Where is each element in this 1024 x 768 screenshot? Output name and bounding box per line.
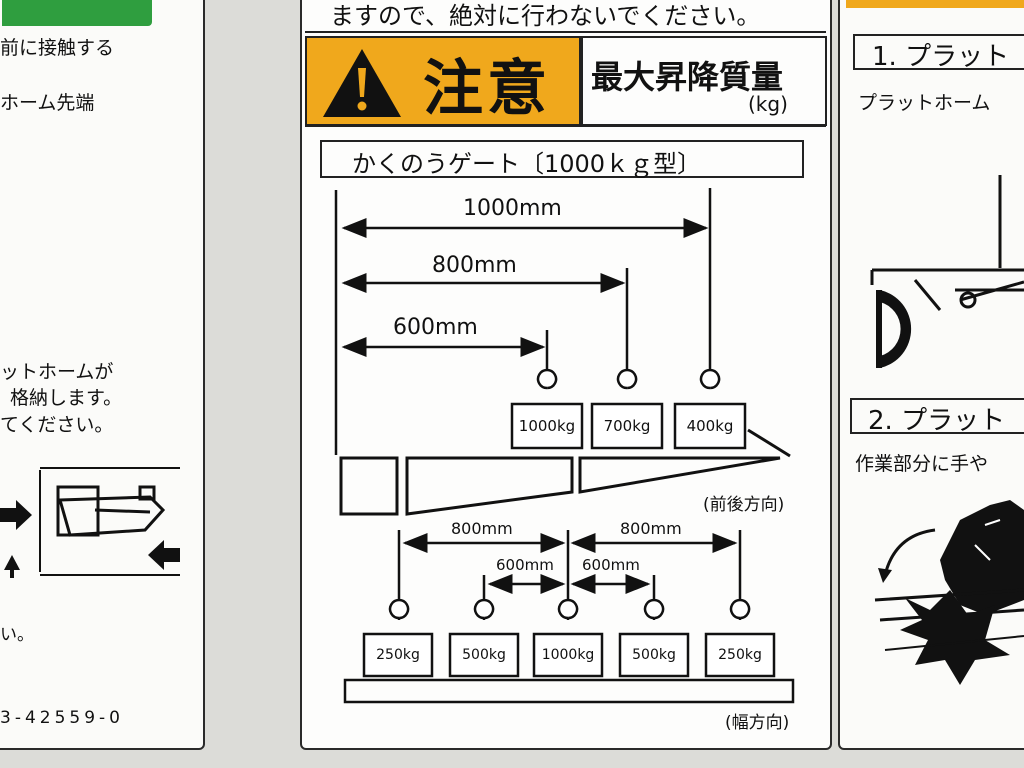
left-text-6: い。 <box>0 625 34 645</box>
wheel-icon <box>880 290 912 368</box>
part-number: 3-42559-0 <box>0 708 124 728</box>
left-text-4: 格納します。 <box>10 387 123 409</box>
green-header-bar <box>2 0 152 26</box>
gate-title-box <box>320 140 804 178</box>
weight-700kg: 700kg <box>603 417 651 435</box>
dim-800mm: 800mm <box>432 253 517 278</box>
caution-word: 注意 <box>423 54 551 124</box>
max-lift-title: 最大昇降質量 <box>591 58 784 96</box>
weight-1000kg-center: 1000kg <box>541 647 595 663</box>
platform-side-view <box>339 428 791 516</box>
arrow-left-icon <box>148 540 180 570</box>
hinge-mechanism-icon <box>56 485 166 537</box>
dim-800mm-left: 800mm <box>451 519 513 538</box>
dim-600mm-left: 600mm <box>496 556 554 574</box>
arrow-up-icon <box>4 555 20 578</box>
platform-front-view <box>343 678 795 704</box>
dim-800mm-right: 800mm <box>620 519 682 538</box>
dim-1000mm: 1000mm <box>463 196 562 221</box>
left-text-1: 前に接触する <box>0 37 115 59</box>
depth-weight-icons <box>510 368 747 450</box>
weight-400kg: 400kg <box>686 417 734 435</box>
orange-header-bar <box>846 0 1024 8</box>
hand-warning-icon <box>874 500 1024 685</box>
step2-box <box>850 398 1024 434</box>
gate-mechanism-icon <box>870 175 1024 311</box>
dim-600mm: 600mm <box>393 315 478 340</box>
unit-label: (kg) <box>748 92 788 116</box>
depth-caption: (前後方向) <box>703 495 785 515</box>
warning-triangle-icon <box>323 49 401 117</box>
left-text-3: ットホームが <box>0 361 114 383</box>
step2-title: 2. プラット <box>868 406 1006 436</box>
top-warning-text: ますので、絶対に行わないでください。 <box>330 2 761 30</box>
left-instruction-panel <box>0 0 205 750</box>
left-text-5: てください。 <box>0 414 114 436</box>
weight-500kg-left: 500kg <box>462 647 506 663</box>
step1-title: 1. プラット <box>872 42 1010 72</box>
weight-1000kg: 1000kg <box>518 417 576 435</box>
weight-250kg-right: 250kg <box>718 647 762 663</box>
step1-text: プラットホーム <box>858 92 991 114</box>
gate-title: かくのうゲート〔1000ｋｇ型〕 <box>352 150 702 178</box>
step2-text: 作業部分に手や <box>855 453 989 475</box>
step1-box <box>853 34 1024 70</box>
weight-250kg-left: 250kg <box>376 647 420 663</box>
dim-600mm-right: 600mm <box>582 556 640 574</box>
width-weight-icons <box>362 598 776 678</box>
left-text-2: ホーム先端 <box>0 92 95 114</box>
width-caption: (幅方向) <box>725 713 790 733</box>
arrow-right-icon <box>0 500 32 530</box>
weight-500kg-right: 500kg <box>632 647 676 663</box>
